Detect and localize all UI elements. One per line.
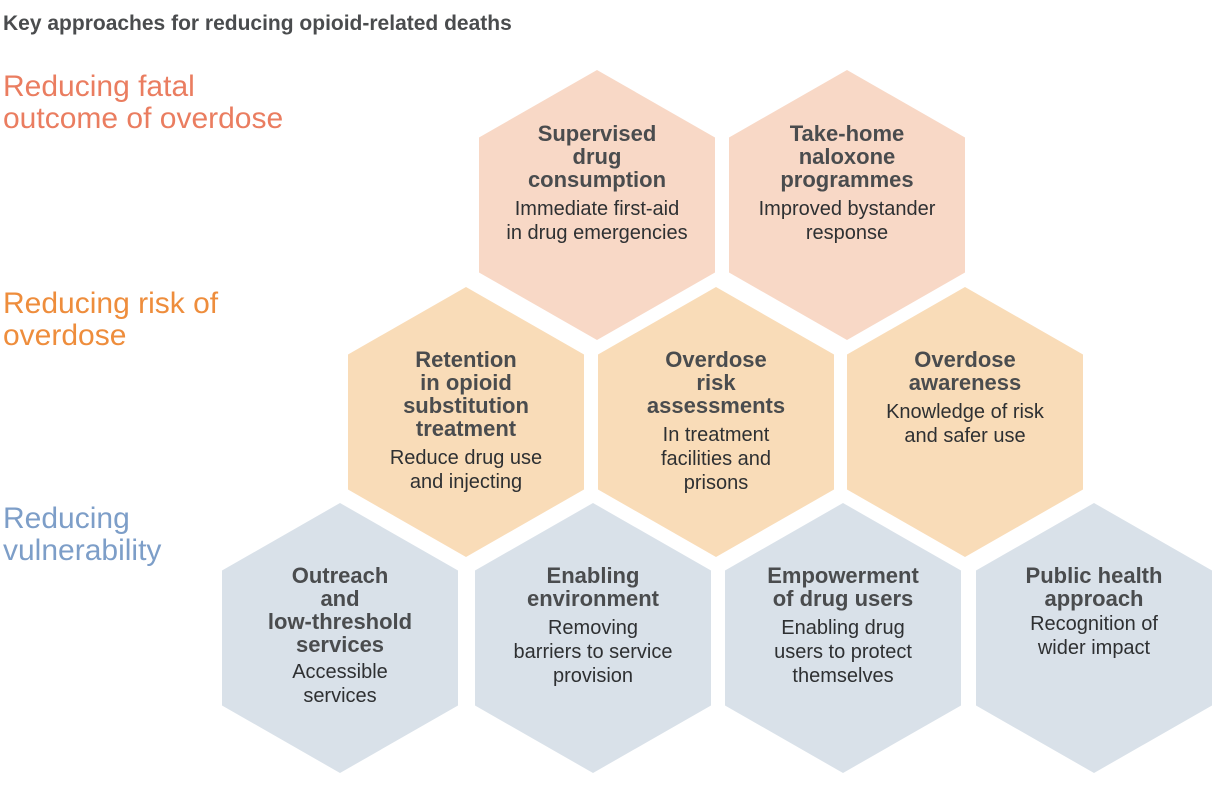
hex-supervised-drug-consumption: Supervised drug consumption Immediate fi… bbox=[479, 70, 715, 340]
hex-title: Public health approach bbox=[1025, 563, 1163, 611]
hex-take-home-naloxone: Take-home naloxone programmes Improved b… bbox=[729, 70, 965, 340]
hex-title: Retention in opioid substitution treatme… bbox=[403, 347, 529, 441]
hex-title: Overdose awareness bbox=[908, 347, 1022, 395]
hex-title: Overdose risk assessments bbox=[646, 347, 786, 418]
hex-title: Take-home naloxone programmes bbox=[780, 121, 914, 192]
hex-outreach: Outreach and low-threshold services Acce… bbox=[222, 503, 458, 773]
hex-title: Enabling environment bbox=[526, 563, 660, 611]
hex-body: Immediate first-aid in drug emergencies bbox=[506, 198, 688, 244]
diagram-title: Key approaches for reducing opioid-relat… bbox=[3, 12, 512, 35]
category-vulnerability: Reducing vulnerability bbox=[3, 502, 162, 567]
hex-body: Removing barriers to service provision bbox=[513, 617, 673, 687]
hex-body: Recognition of wider impact bbox=[1030, 613, 1158, 659]
hex-empowerment: Empowerment of drug users Enabling drug … bbox=[725, 503, 961, 773]
hex-title: Outreach and low-threshold services bbox=[267, 563, 413, 657]
hex-retention-ost: Retention in opioid substitution treatme… bbox=[348, 287, 584, 557]
hex-overdose-awareness: Overdose awareness Knowledge of risk and… bbox=[847, 287, 1083, 557]
hex-body: Knowledge of risk and safer use bbox=[886, 401, 1044, 447]
hex-title: Supervised drug consumption bbox=[527, 121, 667, 192]
hex-enabling-environment: Enabling environment Removing barriers t… bbox=[475, 503, 711, 773]
hex-public-health: Public health approach Recognition of wi… bbox=[976, 503, 1212, 773]
hex-body: Accessible services bbox=[292, 661, 388, 707]
hex-body: Enabling drug users to protect themselve… bbox=[774, 617, 912, 687]
category-fatal-outcome: Reducing fatal outcome of overdose bbox=[3, 70, 284, 135]
hex-overdose-risk-assessments: Overdose risk assessments In treatment f… bbox=[598, 287, 834, 557]
hex-body: Reduce drug use and injecting bbox=[389, 447, 543, 493]
hex-body: Improved bystander response bbox=[758, 198, 936, 244]
hex-body: In treatment facilities and prisons bbox=[660, 424, 772, 494]
hex-title: Empowerment of drug users bbox=[767, 563, 919, 611]
category-risk: Reducing risk of overdose bbox=[3, 287, 219, 352]
